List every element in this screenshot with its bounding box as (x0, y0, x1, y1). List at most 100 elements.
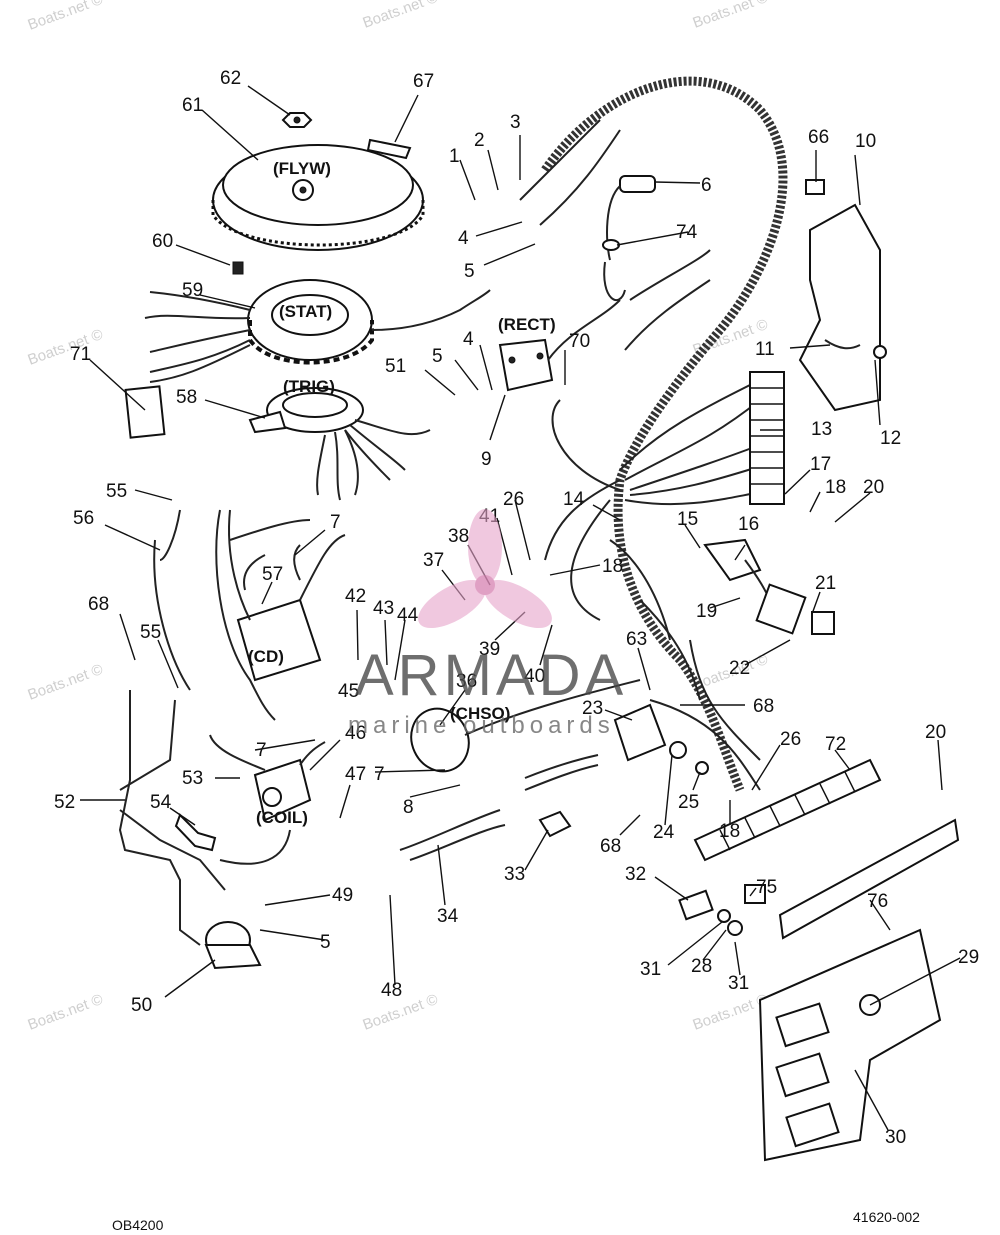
part-label: 32 (625, 864, 646, 885)
part-label: 68 (88, 594, 109, 615)
part-label: 50 (131, 995, 152, 1016)
brand-watermark: ARMADA marine outboards (348, 509, 627, 739)
component-label-coil: (COIL) (256, 808, 308, 827)
part-label: 33 (504, 864, 525, 885)
watermark: Boats.net © (691, 0, 771, 32)
part-label: 17 (810, 454, 831, 475)
mounting-strip (778, 818, 960, 940)
part-label: 31 (640, 959, 661, 980)
part-label: 3 (510, 112, 521, 133)
watermark: Boats.net © (361, 0, 441, 32)
component-label-cd: (CD) (248, 647, 284, 666)
part-label: 55 (106, 481, 127, 502)
part-label: 30 (885, 1127, 906, 1148)
part-label: 68 (753, 696, 774, 717)
ground-leads (118, 509, 226, 946)
cd-module: (CD) (215, 509, 346, 721)
part-label: 37 (423, 550, 444, 571)
part-label: 18 (602, 556, 623, 577)
figure-code-right: 41620-002 (853, 1209, 920, 1225)
trigger: (TRIG) (248, 377, 431, 501)
part-label: 7 (256, 740, 267, 761)
part-label: 18 (825, 477, 846, 498)
component-label-rectifier: (RECT) (498, 315, 556, 334)
part-label: 53 (182, 768, 203, 789)
part-label: 11 (755, 339, 775, 360)
watermark: Boats.net © (26, 0, 106, 34)
part-label: 5 (432, 346, 443, 367)
plug-assembly (602, 175, 656, 301)
part-label: 60 (152, 231, 173, 252)
part-label: 38 (448, 526, 469, 547)
brand-name: ARMADA (355, 643, 627, 708)
rectifier: (RECT) (498, 299, 621, 392)
part-label: 52 (54, 792, 75, 813)
part-label: 13 (811, 419, 832, 440)
mounting-plate (758, 928, 942, 1162)
starter-solenoid (613, 703, 709, 775)
part-label: 59 (182, 280, 203, 301)
part-label: 40 (524, 666, 545, 687)
part-label: 19 (696, 601, 717, 622)
part-label: 39 (479, 639, 500, 660)
part-label: 62 (220, 68, 241, 89)
part-label: 55 (140, 622, 161, 643)
part-label: 42 (345, 586, 366, 607)
stator: (STAT) (144, 261, 491, 383)
part-label: 26 (503, 489, 524, 510)
part-label: 7 (374, 764, 385, 785)
part-label: 23 (582, 698, 603, 719)
part-label: 20 (863, 477, 884, 498)
watermark: Boats.net © (691, 991, 771, 1034)
flywheel: (FLYW) (211, 112, 425, 251)
part-label: 9 (481, 449, 492, 470)
part-label: 14 (563, 489, 585, 510)
part-label: 63 (626, 629, 647, 650)
bracket (798, 179, 887, 412)
part-label: 58 (176, 387, 197, 408)
component-label-stator: (STAT) (279, 302, 332, 321)
part-label: 76 (867, 891, 888, 912)
component-label-chso: (CHSO) (450, 704, 510, 723)
part-label: 71 (70, 344, 91, 365)
part-labels: 1 2 3 4 5 6 74 67 62 61 60 59 71 58 51 5… (54, 68, 979, 1148)
key-switch (703, 538, 835, 635)
component-label-trigger: (TRIG) (283, 377, 335, 396)
part-label: 54 (150, 792, 172, 813)
part-label: 75 (756, 877, 777, 898)
part-label: 7 (330, 512, 341, 533)
part-label: 5 (320, 932, 331, 953)
part-label: 4 (463, 329, 474, 350)
part-label: 8 (403, 797, 414, 818)
part-label: 6 (701, 175, 712, 196)
part-label: 46 (345, 723, 366, 744)
part-label: 45 (338, 681, 359, 702)
part-label: 1 (449, 146, 460, 167)
brand-tagline: marine outboards (348, 712, 615, 739)
part-label: 67 (413, 71, 434, 92)
part-label: 20 (925, 722, 946, 743)
flywheel-key (366, 138, 412, 160)
part-label: 29 (958, 947, 979, 968)
part-label: 5 (464, 261, 475, 282)
part-label: 4 (458, 228, 469, 249)
part-label: 31 (728, 973, 749, 994)
part-label: 36 (456, 671, 477, 692)
switch-assembly (678, 884, 766, 936)
part-label: 61 (182, 95, 203, 116)
part-label: 26 (780, 729, 801, 750)
part-label: 21 (815, 573, 836, 594)
part-label: 70 (569, 331, 590, 352)
part-label: 47 (345, 764, 366, 785)
part-label: 25 (678, 792, 699, 813)
terminal-block-lower (693, 758, 882, 862)
ignition-coil: (COIL) (209, 734, 326, 865)
brand-logo-icon (418, 509, 552, 629)
part-label: 68 (600, 836, 621, 857)
part-label: 12 (880, 428, 901, 449)
part-label: 66 (808, 127, 829, 148)
part-label: 44 (397, 605, 419, 626)
warning-horn (204, 921, 262, 970)
part-label: 34 (437, 906, 459, 927)
